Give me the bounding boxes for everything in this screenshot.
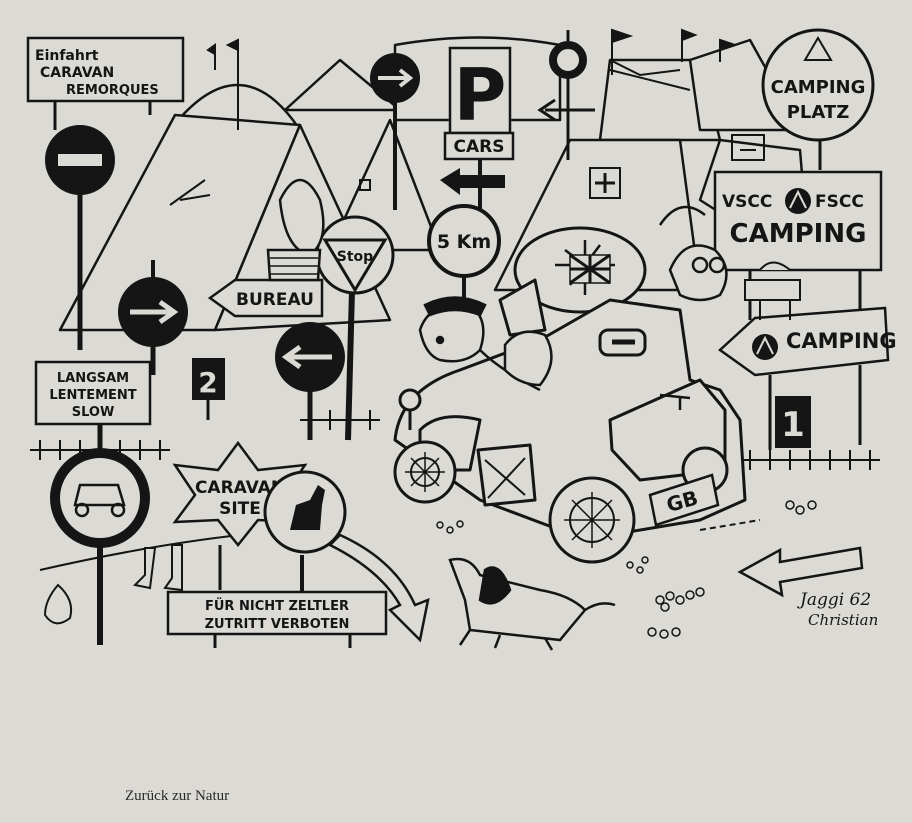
artist-signature: Jaggi 62 Christian [797,590,878,629]
camping-platz-label-1: CAMPING [771,77,866,98]
camp-stove [744,261,801,320]
langsam-label: LANGSAM [57,371,129,386]
arrow-left-block [440,168,505,195]
pebbles [436,500,817,639]
arrow-right-sign [118,260,188,375]
fscc-label: FSCC [815,192,864,212]
gb-plate: GB [648,473,720,527]
passenger [503,330,553,387]
ring-sign [537,30,595,160]
signature-line1: Jaggi 62 [797,590,871,610]
arrow-right-sign-top [370,53,420,210]
man-with-glasses [658,205,728,302]
number-one-sign: 1 [775,396,811,448]
number-two-sign: 2 [192,358,225,420]
distance-label: 5 Km [437,231,491,253]
slow-label: SLOW [72,405,115,420]
caravan-label: CARAVAN [40,65,114,81]
curved-arrow [327,533,430,643]
distance-sign: 5 Km [427,204,501,320]
bureau-sign: BUREAU [207,278,324,318]
union-jack [569,253,611,285]
driver [418,296,541,392]
parking-label: P [454,53,507,137]
caption: Zurück zur Natur [125,788,230,804]
club-camping-label: CAMPING [730,219,867,249]
verboten-label-2: ZUTRITT VERBOTEN [205,617,350,632]
remorques-label: REMORQUES [66,83,159,98]
number-one-label: 1 [781,405,805,445]
club-camping-sign: VSCC FSCC CAMPING [713,170,883,320]
overloaded-car [393,226,761,564]
verboten-sign: FÜR NICHT ZELTLER ZUTRITT VERBOTEN [166,590,388,648]
camping-platz-label-2: PLATZ [787,102,850,123]
tent-details [169,59,765,206]
caravan-site-label-2: SITE [219,499,261,519]
stop-sign: Stop [315,215,395,441]
einfahrt-sign: Einfahrt CARAVAN REMORQUES [26,36,185,130]
no-dogs-sign [263,470,347,592]
bureau-label: BUREAU [236,290,314,310]
camping-arrow-sign: CAMPING [718,306,897,450]
signature-line2: Christian [808,611,878,629]
stop-label: Stop [337,249,373,265]
woman-in-tent [266,178,325,282]
dog [448,557,616,651]
langsam-sign: LANGSAM LENTEMENT SLOW [34,360,152,426]
verboten-label-1: FÜR NICHT ZELTLER [205,598,349,614]
parking-sign: P CARS [443,46,515,250]
camping-platz-sign: CAMPING PLATZ [761,28,875,170]
camping-arrow-label: CAMPING [786,329,897,353]
arrow-left-sign [275,322,345,440]
caravan-site-label-1: CARAVAN [195,478,285,498]
number-two-label: 2 [198,366,217,399]
direction-arrow [737,546,864,598]
einfahrt-label: Einfahrt [35,48,99,64]
no-vehicles-sign [50,424,150,645]
cars-label: CARS [454,137,505,157]
vscc-label: VSCC [722,192,772,212]
lentement-label: LENTEMENT [49,388,136,403]
clothesline [39,534,241,625]
no-entry-sign [45,125,115,350]
